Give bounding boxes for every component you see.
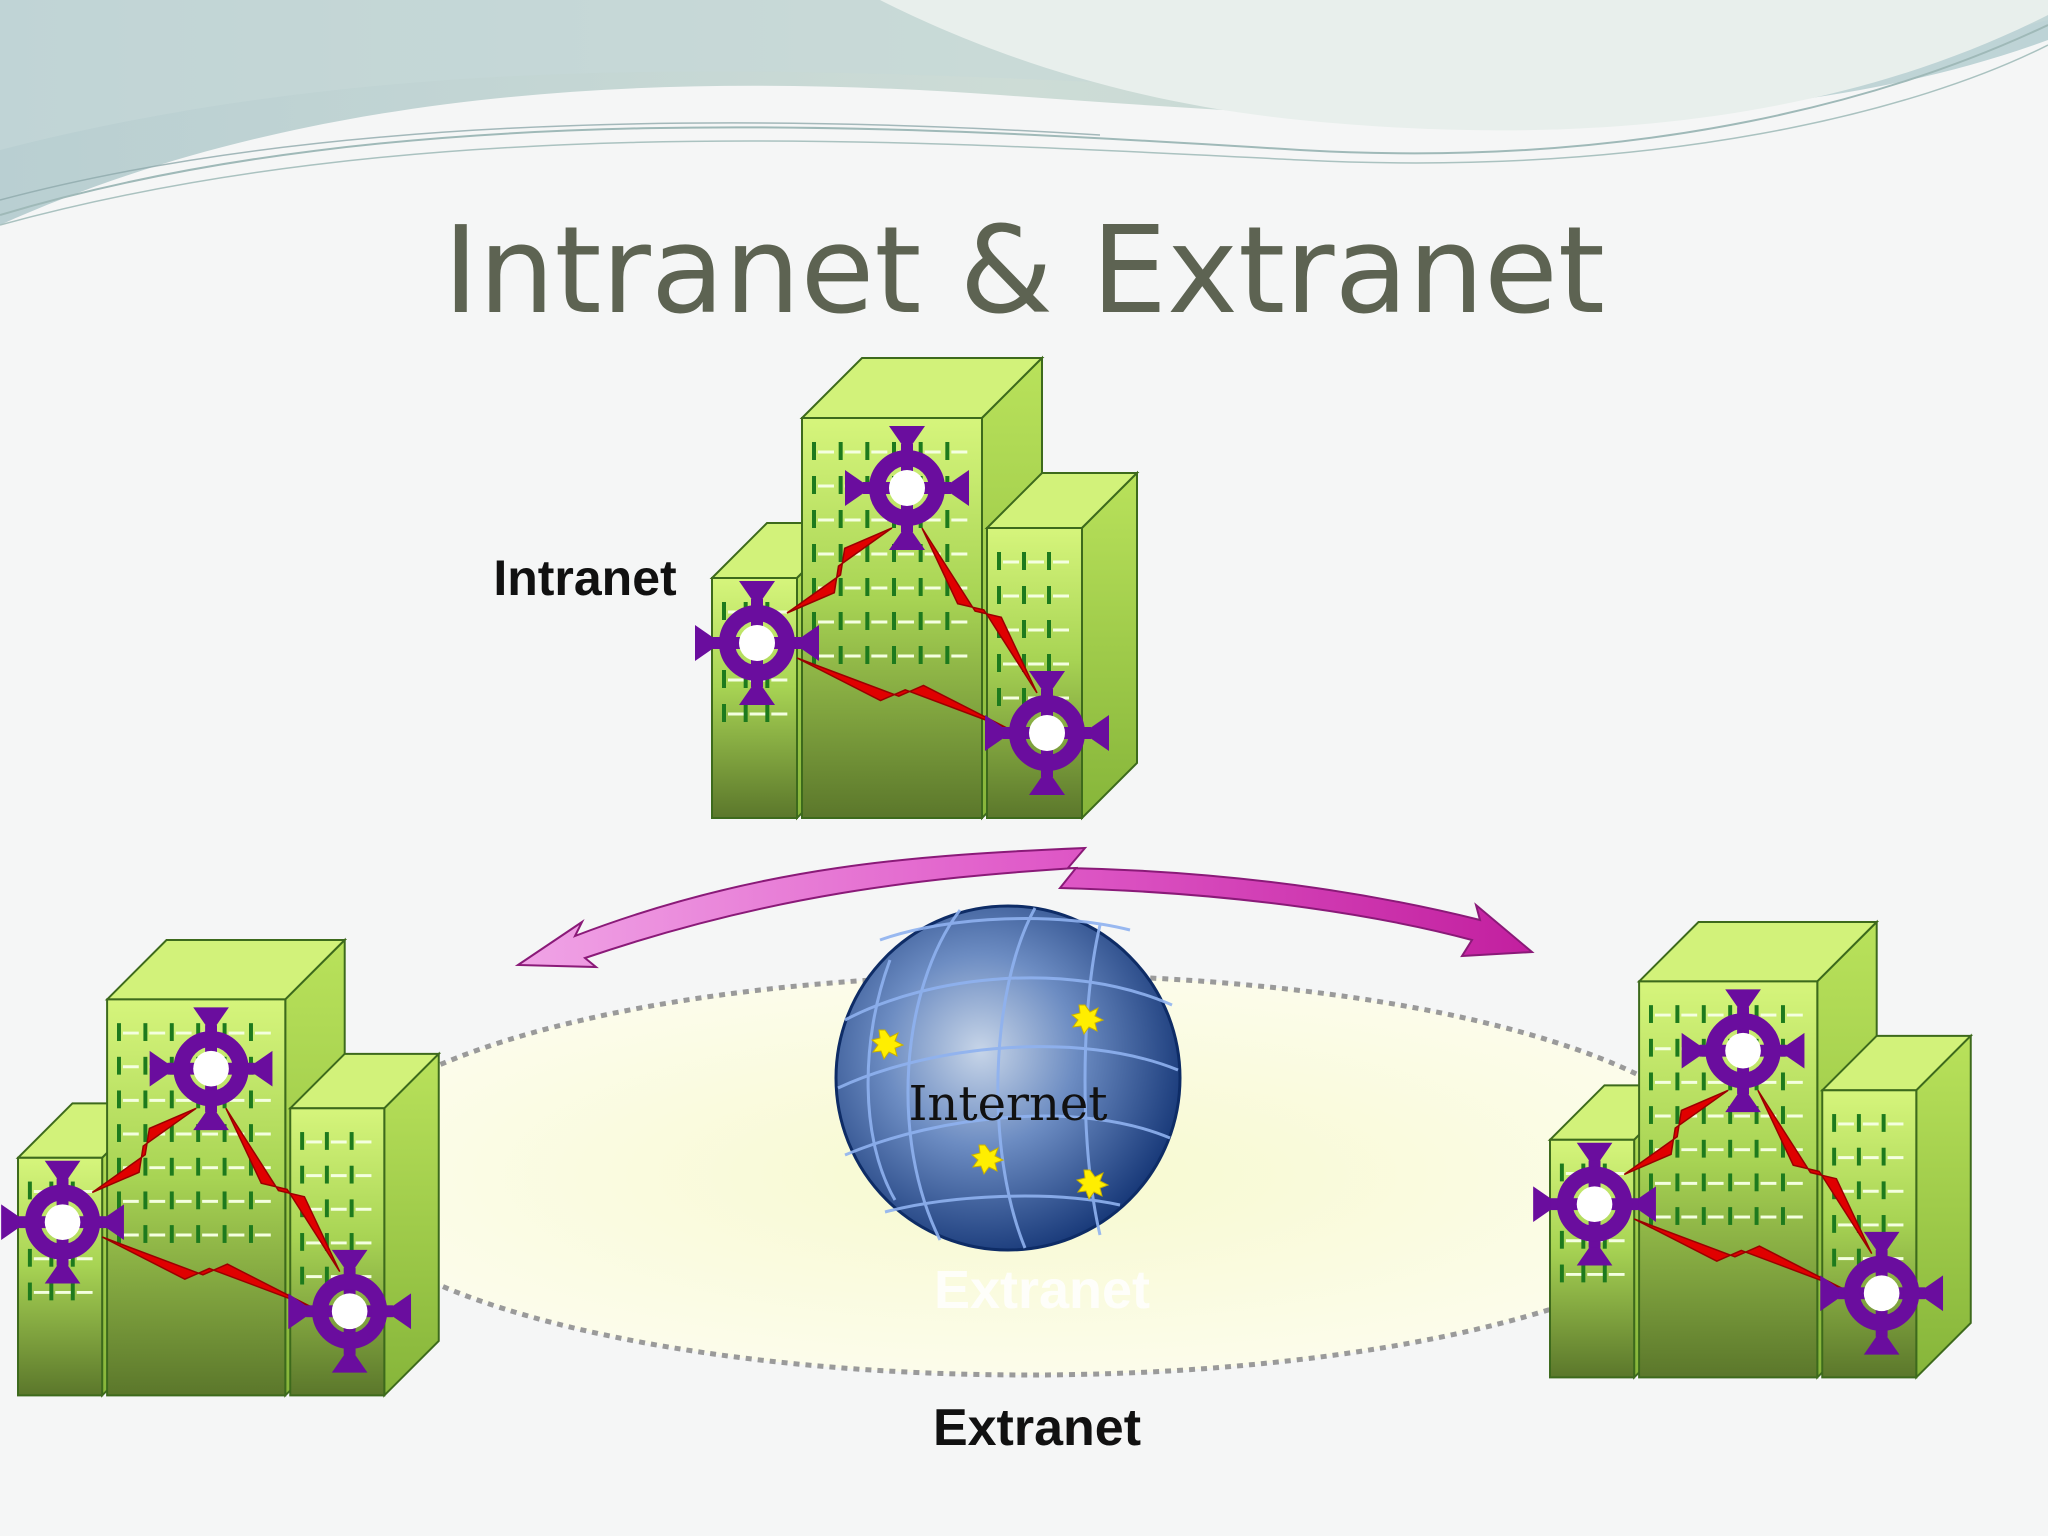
lightning-link-icon [1623,1089,1729,1176]
background-waves [0,0,2048,226]
internet-globe: Internet [834,904,1182,1252]
router-icon [1820,1231,1944,1355]
lightning-link-icon [786,527,893,614]
globe-hotspots [870,1004,1110,1201]
extranet-label: Extranet [933,1399,1141,1457]
lightning-link-icon [1757,1089,1873,1255]
extranet-overlay-label: Extranet [934,1260,1150,1320]
router-icon [1681,989,1805,1113]
lightning-link-icon [921,527,1038,694]
router-icon [985,671,1109,795]
router-icon [288,1249,412,1373]
router-icon [1,1160,124,1284]
router-icon [1533,1142,1656,1266]
intranet-label: Intranet [493,550,677,606]
internet-label: Internet [908,1076,1107,1132]
bidirectional-arc-arrow [514,846,1535,969]
partner-building-cluster-left [1,937,442,1398]
lightning-link-icon [225,1107,341,1273]
intranet-building-cluster [695,355,1140,821]
router-icon [695,581,819,705]
partner-building-cluster-right [1533,919,1974,1380]
router-icon [149,1007,273,1131]
lightning-link-icon [91,1107,197,1194]
slide-title: Intranet & Extranet [443,202,1605,341]
router-icon [845,426,969,550]
